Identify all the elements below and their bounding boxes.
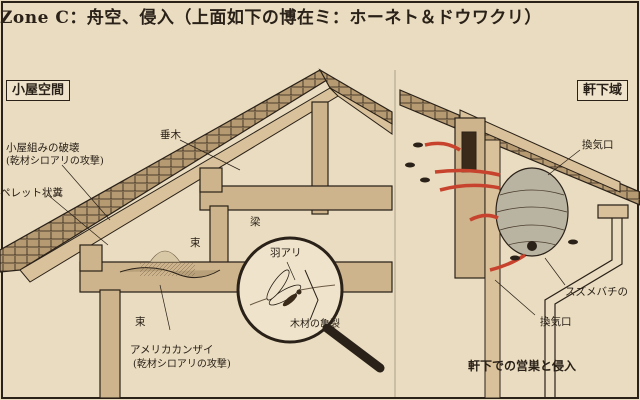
collar-beam xyxy=(199,185,393,211)
winged-ant-icon xyxy=(266,269,302,307)
upper-post xyxy=(209,205,229,267)
label-wood-crack: 木材の亀裂 xyxy=(290,319,340,330)
crack-line xyxy=(304,269,319,321)
magnifier-handle xyxy=(322,323,385,373)
label-beam: 梁 xyxy=(250,216,261,228)
label-pellet: ペレット状糞 xyxy=(0,187,63,199)
label-hornet: スズメバチの xyxy=(565,286,628,298)
attic-illustration xyxy=(0,68,393,399)
label-winged-ant: 羽アリ xyxy=(270,247,302,259)
eaves-caption: 軒下での営巣と侵入 xyxy=(468,359,577,373)
label-truss-damage: 小屋組みの破壊 xyxy=(6,142,80,154)
gutter xyxy=(597,204,629,219)
eaves-illustration xyxy=(399,89,640,399)
label-vent-bottom: 換気口 xyxy=(540,316,572,328)
eaves-header: 軒下域 xyxy=(577,80,629,101)
main-beam xyxy=(79,261,393,293)
label-termite-name: アメリカカンザイ xyxy=(130,344,214,356)
vent-upper xyxy=(461,131,477,173)
hornet-nest xyxy=(495,167,569,257)
label-post-upper: 束 xyxy=(190,237,201,249)
lower-post xyxy=(99,289,121,399)
label-vent-top: 換気口 xyxy=(582,139,614,151)
label-termite-note: (乾材シロアリの攻撃) xyxy=(133,359,231,370)
page-title: Zone C：舟空、侵入（上面如下の博在ミ：ホーネト＆ドウワクリ） xyxy=(0,8,542,28)
pellet-pile xyxy=(149,250,181,263)
downpipe xyxy=(544,218,623,398)
label-truss-damage-note: (乾材シロアリの攻撃) xyxy=(6,156,104,167)
roof-tiles-left xyxy=(0,69,332,273)
label-rafter: 垂木 xyxy=(160,129,181,141)
attic-header: 小屋空間 xyxy=(6,80,71,101)
entry-arrows xyxy=(424,141,526,272)
label-post-lower: 束 xyxy=(135,316,146,328)
hornet-icons xyxy=(405,142,578,261)
